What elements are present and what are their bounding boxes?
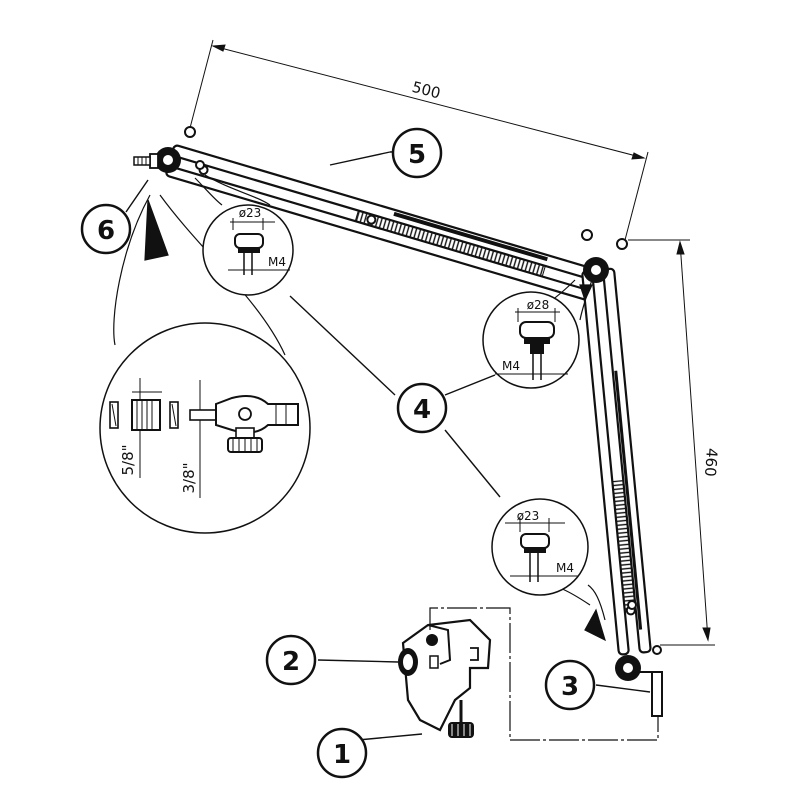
adapter-size-small: 3/8" [180, 462, 198, 493]
detail-middle-knob [482, 291, 580, 389]
base-post [640, 671, 663, 717]
middle-knob-diameter: ø28 [527, 298, 550, 312]
callout-1: 1 [316, 727, 368, 779]
dimension-460 [628, 239, 715, 646]
bottom-knob-diameter: ø23 [517, 509, 540, 523]
detail-top-knob [202, 204, 294, 296]
callout-4: 4 [396, 382, 448, 434]
dimension-500 [189, 39, 649, 241]
callout-6: 6 [80, 203, 132, 255]
callout-1-label: 1 [333, 740, 351, 770]
middle-knob-thread: M4 [502, 359, 520, 373]
callout-2-label: 2 [282, 647, 300, 677]
bottom-knob-thread: M4 [556, 561, 574, 575]
top-knob-diameter: ø23 [239, 206, 262, 220]
top-knob-thread: M4 [268, 255, 286, 269]
elbow-joint [581, 229, 628, 283]
top-left-joint [155, 126, 205, 173]
detail-adapter [99, 322, 311, 534]
callout-2: 2 [265, 634, 317, 686]
callout-5: 5 [391, 127, 443, 179]
callout-3: 3 [544, 659, 596, 711]
mic-thread-adapter [133, 153, 159, 169]
callout-6-label: 6 [97, 216, 115, 246]
table-clamp [398, 618, 492, 738]
callout-3-label: 3 [561, 672, 579, 702]
adapter-size-large: 5/8" [119, 444, 137, 475]
base-joint [615, 600, 662, 681]
clamp-post-frame [429, 607, 659, 741]
detail-leaders [113, 174, 606, 642]
detail-bottom-knob [491, 498, 589, 596]
dimension-460-label: 460 [701, 447, 721, 477]
lower-arm [581, 267, 652, 656]
callout-leaders [125, 149, 651, 741]
callout-5-label: 5 [408, 140, 426, 170]
callout-4-label: 4 [413, 395, 431, 425]
